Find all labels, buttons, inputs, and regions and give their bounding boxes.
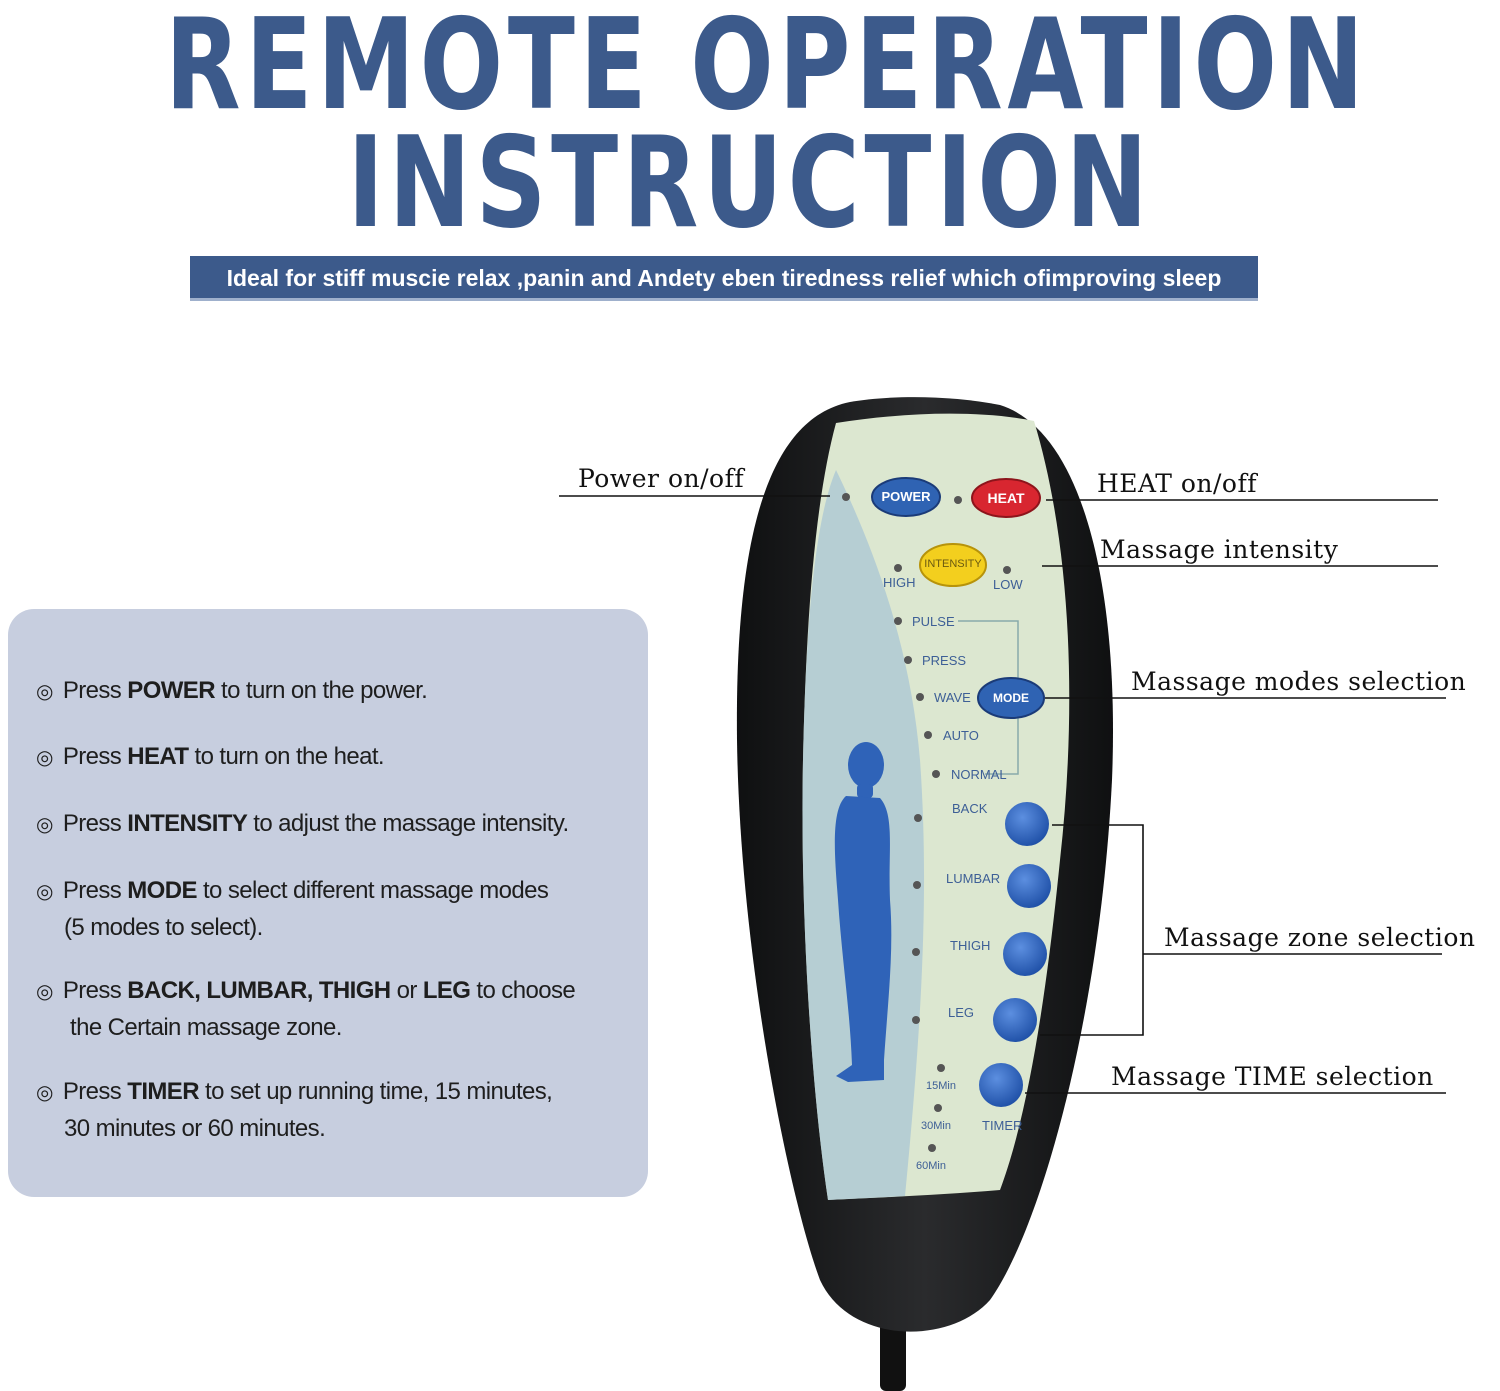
60min-led xyxy=(928,1144,936,1152)
instruction-intensity: ◎Press INTENSITY to adjust the massage i… xyxy=(36,810,569,837)
mode-wave-label: WAVE xyxy=(934,690,971,705)
page-title-line-2: INSTRUCTION xyxy=(347,109,1153,256)
subtitle-banner: Ideal for stiff muscie relax ,panin and … xyxy=(190,256,1258,301)
zone-leg-label: LEG xyxy=(948,1005,975,1020)
bullet-icon: ◎ xyxy=(36,814,53,836)
page-title-line-1: REMOTE OPERATION xyxy=(165,0,1369,138)
leg-button[interactable] xyxy=(993,998,1037,1042)
mode-button[interactable]: MODE xyxy=(993,691,1029,705)
intensity-button-shape xyxy=(919,543,987,587)
callout-heat: HEAT on/off xyxy=(1097,469,1257,498)
back-button-shape xyxy=(1005,802,1049,846)
lumbar-button-shape xyxy=(1007,864,1051,908)
mode-auto-label: AUTO xyxy=(943,728,979,743)
auto-led xyxy=(924,731,932,739)
callout-intensity: Massage intensity xyxy=(1100,535,1339,564)
timer-label: TIMER xyxy=(982,1118,1023,1133)
callout-power: Power on/off xyxy=(578,464,745,493)
press-led xyxy=(904,656,912,664)
mode-normal-label: NORMAL xyxy=(951,767,1007,782)
time-60min-label: 60Min xyxy=(916,1160,946,1172)
leg-led xyxy=(912,1016,920,1024)
body-figure-icon xyxy=(834,742,892,1082)
instruction-power: ◎Press POWER to turn on the power. xyxy=(36,677,428,704)
timer-button[interactable] xyxy=(979,1063,1023,1107)
instruction-panel: ◎Press POWER to turn on the power. ◎Pres… xyxy=(8,609,648,1197)
intensity-button[interactable]: INTENSITY xyxy=(924,558,982,570)
zone-lumbar-label: LUMBAR xyxy=(946,871,1001,886)
normal-led xyxy=(932,770,940,778)
callout-zones: Massage zone selection xyxy=(1164,923,1476,952)
timer-button-shape xyxy=(979,1063,1023,1107)
pulse-led xyxy=(894,617,902,625)
power-button-shape xyxy=(871,477,941,517)
zone-thigh-label: THIGH xyxy=(950,938,991,953)
heat-button-shape xyxy=(971,478,1041,518)
bullet-icon: ◎ xyxy=(36,747,53,769)
mode-pulse-label: PULSE xyxy=(912,614,955,629)
low-led xyxy=(1003,566,1011,574)
mode-press-label: PRESS xyxy=(922,653,967,668)
zone-back-label: BACK xyxy=(952,801,988,816)
time-15min-label: 15Min xyxy=(926,1080,956,1092)
instruction-mode: ◎Press MODE to select different massage … xyxy=(36,877,549,941)
mode-bracket xyxy=(958,620,1019,775)
bullet-icon: ◎ xyxy=(36,1082,53,1104)
instruction-zone: ◎Press BACK, LUMBAR, THIGH or LEG to cho… xyxy=(36,977,576,1041)
remote-cable xyxy=(880,1320,906,1391)
30min-led xyxy=(934,1104,942,1112)
high-led xyxy=(894,564,902,572)
thigh-button[interactable] xyxy=(1003,932,1047,976)
callout-lines xyxy=(559,495,1446,1094)
bullet-icon: ◎ xyxy=(36,881,53,903)
lumbar-led xyxy=(913,881,921,889)
heat-led xyxy=(954,496,962,504)
mode-button-shape xyxy=(977,677,1045,719)
heat-button[interactable]: HEAT xyxy=(987,490,1025,506)
time-30min-label: 30Min xyxy=(921,1120,951,1132)
instruction-heat: ◎Press HEAT to turn on the heat. xyxy=(36,743,385,770)
callout-time: Massage TIME selection xyxy=(1111,1062,1434,1091)
instruction-timer: ◎Press TIMER to set up running time, 15 … xyxy=(36,1078,553,1142)
power-button[interactable]: POWER xyxy=(881,489,931,504)
thigh-button-shape xyxy=(1003,932,1047,976)
wave-led xyxy=(916,693,924,701)
high-label: HIGH xyxy=(883,575,916,590)
bullet-icon: ◎ xyxy=(36,681,53,703)
back-button[interactable] xyxy=(1005,802,1049,846)
bullet-icon: ◎ xyxy=(36,981,53,1003)
thigh-led xyxy=(912,948,920,956)
callout-modes: Massage modes selection xyxy=(1131,667,1467,696)
back-led xyxy=(914,814,922,822)
leg-button-shape xyxy=(993,998,1037,1042)
15min-led xyxy=(937,1064,945,1072)
low-label: LOW xyxy=(993,577,1023,592)
lumbar-button[interactable] xyxy=(1007,864,1051,908)
power-led xyxy=(842,493,850,501)
